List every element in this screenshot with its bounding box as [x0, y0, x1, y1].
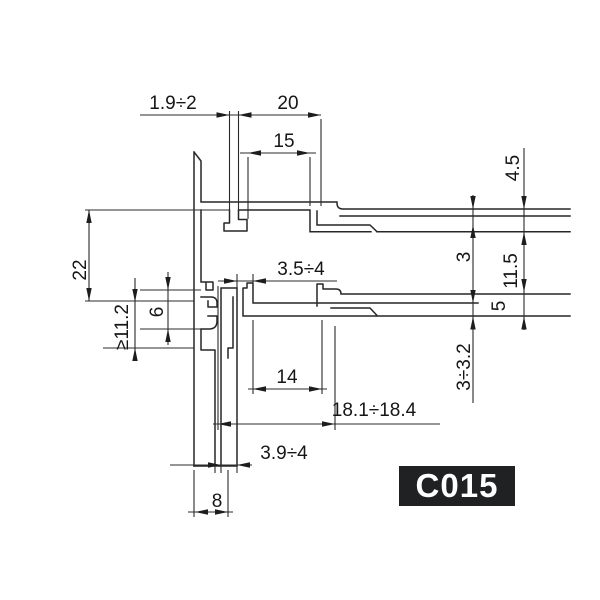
dim-label-3-5-4: 3.5÷4 — [277, 259, 325, 280]
dim-label-6: 6 — [147, 307, 168, 318]
upper-profile-path — [192, 150, 571, 467]
dim-label-4-5: 4.5 — [503, 155, 524, 181]
extension-lines — [85, 111, 336, 517]
badge-label: C015 — [416, 467, 499, 504]
dim-label-14: 14 — [276, 367, 298, 388]
profile-outline — [192, 150, 571, 467]
product-code-badge: C015 — [399, 466, 515, 506]
dim-label-3-9-4: 3.9÷4 — [260, 443, 308, 464]
dimension-lines — [85, 111, 527, 517]
dim-label-18-1-18-4: 18.1÷18.4 — [332, 400, 417, 421]
vertical-dim-lines — [88, 148, 525, 403]
dim-label-11-5: 11.5 — [501, 253, 522, 289]
dim-label-3: 3 — [454, 252, 475, 263]
dim-label-15: 15 — [273, 131, 294, 152]
dim-label-ge-11-2: ≥11.2 — [112, 304, 133, 350]
dim-label-22: 22 — [70, 259, 91, 280]
dim-label-8: 8 — [212, 491, 223, 512]
dim-label-hook-wall: 1.9÷2 — [149, 93, 196, 114]
dim-label-5: 5 — [489, 301, 510, 312]
dimension-labels: 1.9÷2 20 15 4.5 22 3.5÷4 3 11.5 ≥11.2 6 … — [70, 93, 524, 512]
badge-background — [399, 466, 515, 506]
dim-label-3-3-2: 3÷3.2 — [454, 343, 475, 390]
lower-profile-path — [242, 282, 571, 317]
dimension-arrows — [86, 112, 527, 515]
left-wall-path — [193, 209, 238, 467]
dim-label-20: 20 — [277, 93, 298, 114]
